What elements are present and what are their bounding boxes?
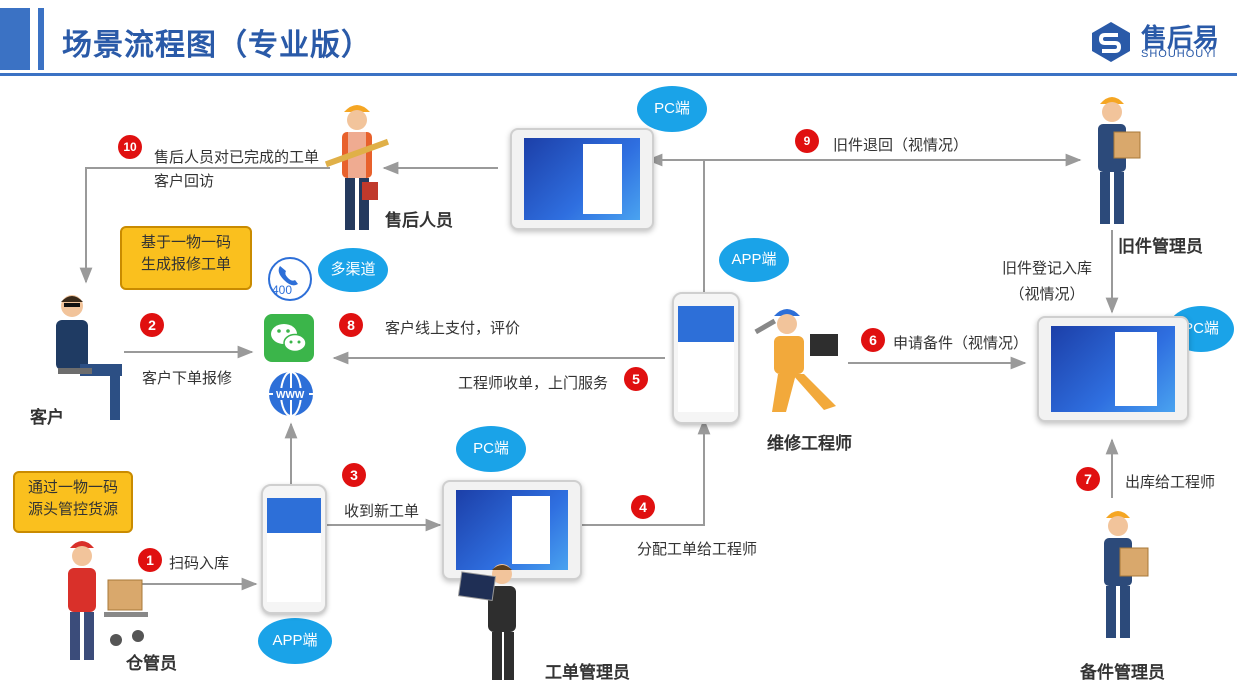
pc-tablet-top (510, 128, 654, 230)
pc-tablet-right (1037, 316, 1189, 422)
header-accent-bar (0, 8, 30, 70)
role-customer: 客户 (30, 408, 64, 427)
app-bubble-engineer: APP端 (719, 238, 789, 282)
step-badge-5: 5 (624, 367, 648, 391)
page-title: 场景流程图（专业版） (62, 29, 372, 62)
pc-bubble-bottom: PC端 (456, 426, 526, 472)
hotline-400-icon: 400 (268, 257, 312, 301)
step-badge-6: 6 (861, 328, 885, 352)
step-badge-9: 9 (795, 129, 819, 153)
aftersales-staff-figure (324, 105, 390, 230)
step-label-3: 收到新工单 (344, 503, 420, 520)
wechat-icon (264, 314, 314, 362)
warehouse-note: 通过一物一码 源头管控货源 (13, 471, 133, 533)
logo-name: 售后易 (1141, 23, 1220, 53)
role-engineer: 维修工程师 (767, 434, 852, 453)
engineer-figure (754, 309, 838, 412)
web-globe-icon: WWW (269, 371, 313, 417)
hotline-number: 400 (272, 283, 292, 297)
step-label-6: 申请备件（视情况） (893, 335, 1029, 352)
step-label-2: 客户下单报修 (142, 370, 233, 387)
step-badge-4: 4 (631, 495, 655, 519)
warehouse-keeper-figure (68, 541, 148, 660)
old-parts-register-label: 旧件登记入库 （视情况） (1002, 260, 1093, 303)
old-parts-admin-figure (1098, 97, 1141, 224)
pc-bubble-top: PC端 (637, 86, 707, 132)
role-old-parts-admin: 旧件管理员 (1118, 237, 1203, 256)
role-order-admin: 工单管理员 (545, 663, 630, 682)
order-admin-figure (458, 564, 516, 680)
customer-figure (56, 295, 122, 420)
step-badge-7: 7 (1076, 467, 1100, 491)
role-warehouse: 仓管员 (126, 654, 177, 673)
logo-subtitle: SHOUHOUYI (1141, 48, 1217, 60)
role-aftersales: 售后人员 (385, 211, 453, 230)
step-badge-2: 2 (140, 313, 164, 337)
step-label-4: 分配工单给工程师 (637, 541, 758, 558)
step-label-8: 客户线上支付，评价 (385, 320, 521, 337)
step-label-9: 旧件退回（视情况） (833, 137, 969, 154)
engineer-app-phone (672, 292, 740, 424)
step-badge-10: 10 (118, 135, 142, 159)
svg-text:WWW: WWW (276, 390, 305, 401)
step-label-1: 扫码入库 (169, 555, 230, 572)
multichannel-bubble: 多渠道 (318, 248, 388, 292)
role-spare-parts-admin: 备件管理员 (1080, 663, 1165, 682)
logo-icon (1092, 22, 1130, 62)
spare-parts-admin-figure (1104, 511, 1149, 638)
customer-note: 基于一物一码 生成报修工单 (120, 226, 252, 290)
step-label-7: 出库给工程师 (1125, 474, 1216, 491)
header-accent-stripe (38, 8, 44, 70)
step-badge-8: 8 (339, 313, 363, 337)
pc-tablet-bottom (442, 480, 582, 580)
warehouse-app-phone (261, 484, 327, 614)
step-label-5: 工程师收单，上门服务 (458, 375, 609, 392)
step-label-10: 售后人员对已完成的工单 客户回访 (154, 149, 320, 190)
step-badge-3: 3 (342, 463, 366, 487)
step-badge-1: 1 (138, 548, 162, 572)
header-divider (0, 73, 1237, 76)
app-bubble-bottom: APP端 (258, 618, 332, 664)
